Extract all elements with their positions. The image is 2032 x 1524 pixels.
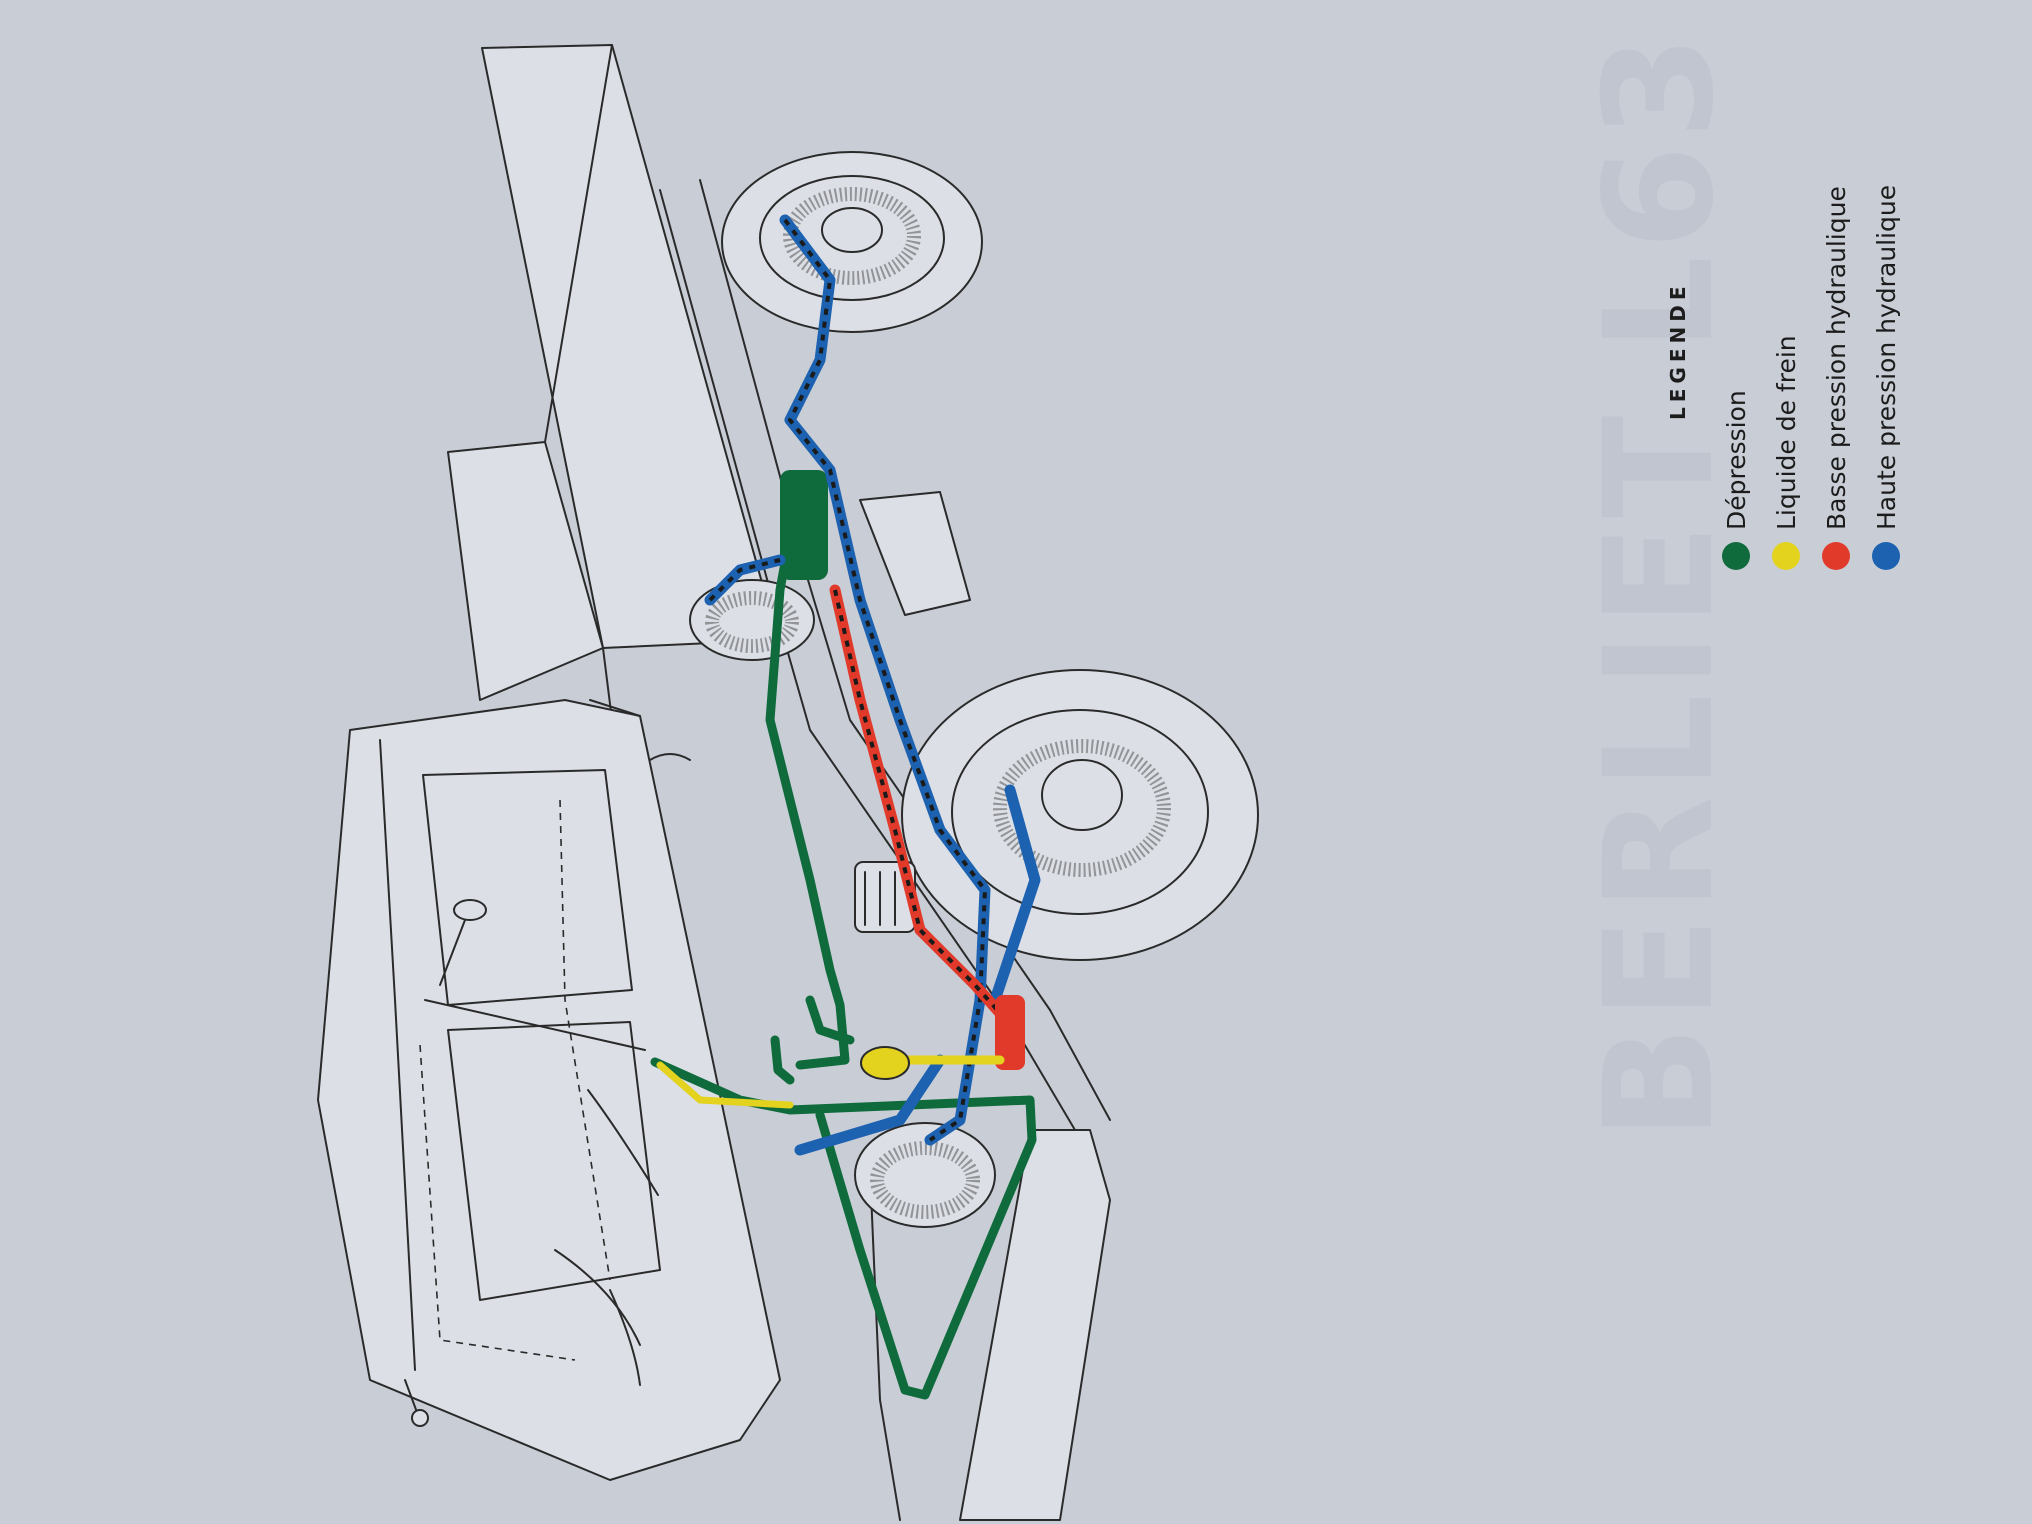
rear-inner-drum [689, 579, 815, 661]
front-inner-drum [854, 1122, 996, 1228]
yellow-dot-icon [1772, 542, 1800, 570]
high-pressure-circuit [704, 214, 1041, 1156]
legend-label: Liquide de frein [1771, 335, 1801, 530]
legend-item-low-pressure: Basse pression hydraulique [1816, 186, 1856, 570]
green-dot-icon [1722, 542, 1750, 570]
legend-item-depression: Dépression [1716, 390, 1756, 570]
legend-item-brake-fluid: Liquide de frein [1766, 335, 1806, 570]
blue-dot-icon [1872, 542, 1900, 570]
chassis-frame [659, 179, 1111, 1521]
filter-canister [854, 861, 916, 933]
vacuum-servo [780, 470, 828, 580]
front-wheel [901, 669, 1259, 961]
legend-item-high-pressure: Haute pression hydraulique [1866, 185, 1906, 570]
legend-label: Dépression [1721, 390, 1751, 530]
cab [317, 699, 781, 1481]
cargo-body [447, 44, 971, 721]
low-pressure-valve [995, 995, 1025, 1070]
low-pressure-circuit [829, 584, 1025, 1070]
legend-title: LEGENDE [1666, 281, 1690, 421]
legend: LEGENDE Dépression Liquide de frein Bass… [1666, 120, 1926, 570]
legend-label: Haute pression hydraulique [1871, 184, 1901, 530]
depression-circuit [650, 470, 1037, 1400]
master-cylinder [860, 1046, 910, 1080]
legend-rotated-block: LEGENDE Dépression Liquide de frein Bass… [1666, 120, 1926, 570]
red-dot-icon [1822, 542, 1850, 570]
rear-wheel [721, 151, 983, 333]
legend-label: Basse pression hydraulique [1821, 186, 1851, 530]
brake-fluid-circuit [656, 1046, 1005, 1109]
